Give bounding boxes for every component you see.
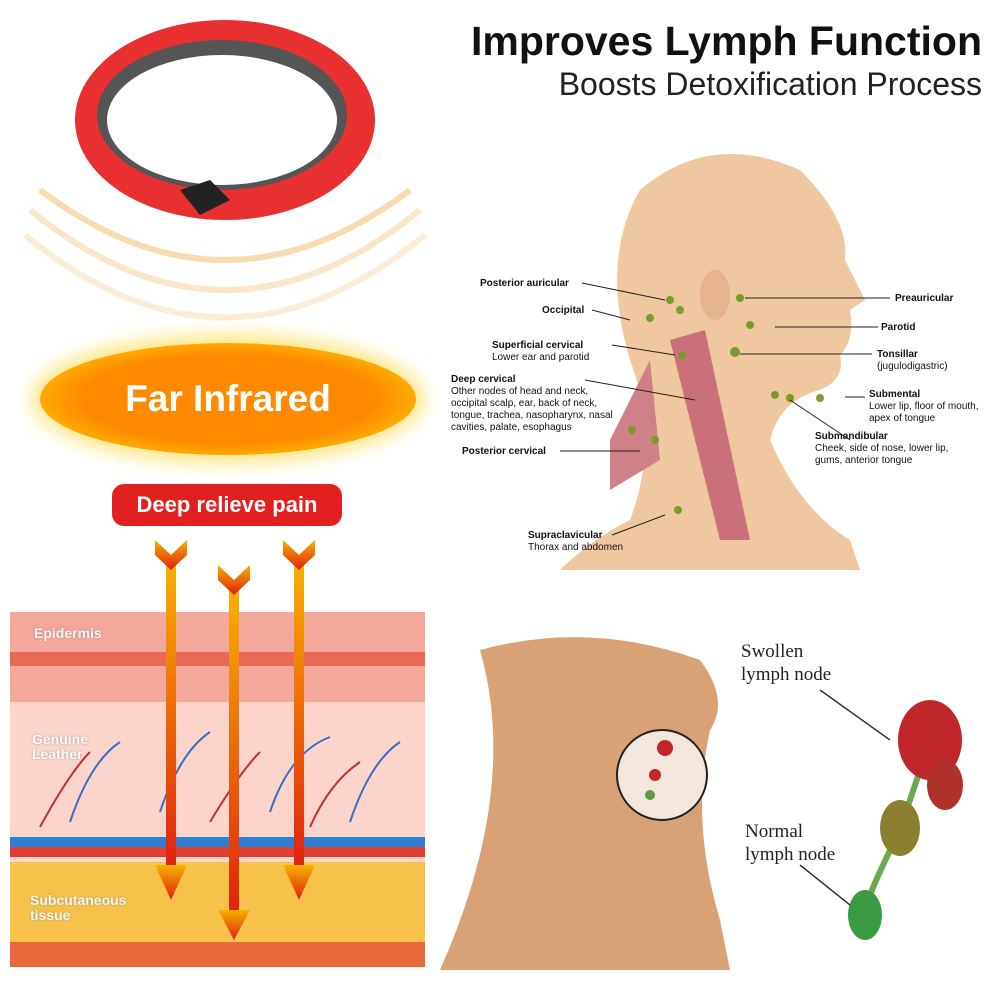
subcutaneous-label: Subcutaneous tissue [30,892,127,923]
epidermis-label: Epidermis [34,625,102,641]
far-infrared-badge: Far Infrared [40,343,416,455]
infrared-arrows [155,540,315,940]
lymph-node-illustration [848,700,963,940]
bracelet-illustration [23,20,427,321]
head-neck-illustration [560,154,865,570]
deep-relieve-pain-badge: Deep relieve pain [112,484,342,526]
neck-illustration [440,637,730,970]
skin-layers-diagram [10,612,425,967]
page-subtitle: Boosts Detoxification Process [558,66,982,102]
swollen-node-label: Swollen lymph node [741,641,832,685]
lymph-label-parotid: Parotid [881,322,916,333]
lymph-label-posterior-cervical: Posterior cervical [462,446,546,457]
lymph-label-tonsillar: Tonsillar(jugulodigastric) [877,349,948,372]
lymph-label-preauricular: Preauricular [895,293,954,304]
swollen-node [898,700,962,780]
arrow-icon [155,540,315,940]
normal-node [848,890,882,940]
normal-node-label: Normal lymph node [745,821,836,865]
lymph-label-occipital: Occipital [542,305,585,316]
page-title: Improves Lymph Function [470,18,982,64]
bracelet-chip [180,180,230,215]
lymph-label-posterior-auricular: Posterior auricular [480,278,569,289]
dermis-label: Genuine Leather [32,731,89,762]
leader-lines [560,282,890,536]
